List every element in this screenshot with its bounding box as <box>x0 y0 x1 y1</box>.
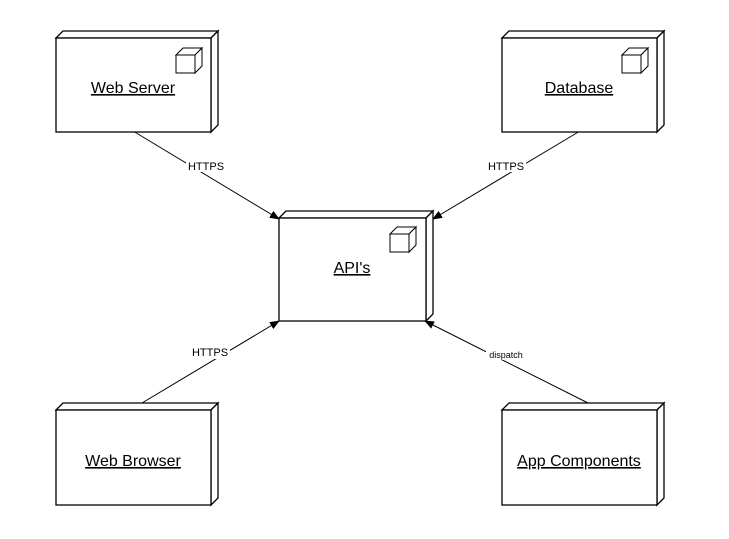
node-label-app-components: App Components <box>517 453 641 470</box>
edge-app-components-to-apis: dispatch <box>424 320 589 404</box>
node-label-web-browser: Web Browser <box>85 453 181 470</box>
node-cube-icon <box>388 225 418 254</box>
node-web-browser[interactable]: Web Browser <box>54 401 220 507</box>
node-label-apis: API's <box>334 260 371 277</box>
node-database[interactable]: Database <box>500 29 666 134</box>
edge-label-https: HTTPS <box>488 161 524 173</box>
edge-label-https: HTTPS <box>192 347 228 359</box>
node-label-web-server: Web Server <box>91 80 176 97</box>
node-web-server[interactable]: Web Server <box>54 29 220 134</box>
node-app-components[interactable]: App Components <box>500 401 666 507</box>
edge-label-https: HTTPS <box>188 161 224 173</box>
node-cube-icon <box>620 46 650 75</box>
edge-web-server-to-apis: HTTPS <box>132 130 280 220</box>
edge-database-to-apis: HTTPS <box>432 130 581 220</box>
node-apis[interactable]: API's <box>277 209 435 323</box>
edge-web-browser-to-apis: HTTPS <box>141 320 280 404</box>
node-cube-icon <box>174 46 204 75</box>
edge-label-dispatch: dispatch <box>489 350 523 360</box>
node-label-database: Database <box>545 80 614 97</box>
